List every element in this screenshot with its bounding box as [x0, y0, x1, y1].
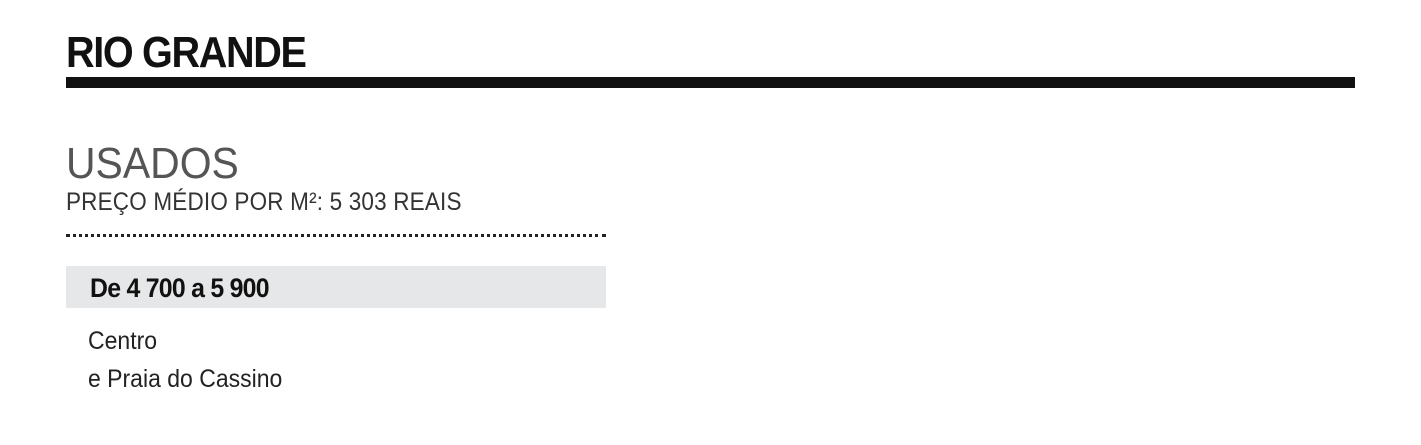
- price-range-label: De 4 700 a 5 900: [90, 273, 270, 303]
- price-range-band: De 4 700 a 5 900: [66, 266, 606, 308]
- used-section: USADOS PREÇO MÉDIO POR M²: 5 303 REAIS: [66, 139, 606, 217]
- section-heading: USADOS: [66, 139, 239, 188]
- location-item: Centro: [88, 327, 158, 355]
- location-list: Centro e Praia do Cassino: [88, 322, 299, 398]
- dotted-divider: [66, 234, 606, 237]
- average-price-line: PREÇO MÉDIO POR M²: 5 303 REAIS: [66, 188, 462, 216]
- location-item: e Praia do Cassino: [88, 365, 283, 393]
- title-rule: [66, 77, 1355, 88]
- city-title: RIO GRANDE: [66, 28, 307, 77]
